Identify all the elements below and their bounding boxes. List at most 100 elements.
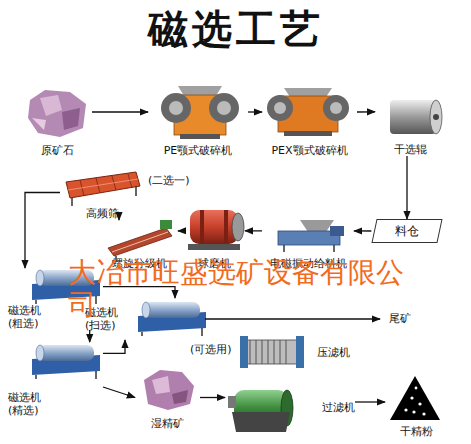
magnetic-separator-image — [138, 302, 206, 336]
step-label: 湿精矿 — [151, 417, 184, 430]
spiral-classifier-image — [108, 220, 172, 262]
wet-concentrate-image-part — [144, 370, 194, 410]
spiral-classifier-image-part — [108, 228, 172, 256]
high-frequency-screen-image-part — [68, 179, 138, 190]
jaw-crusher-image-part — [267, 95, 293, 121]
jaw-crusher-image-part — [209, 93, 239, 123]
feeder-image-part — [330, 226, 344, 236]
step-label: 电磁振动给料机 — [270, 257, 347, 270]
filter-press-image-part — [250, 340, 251, 364]
filter-press-image-part — [262, 340, 263, 364]
step-label: 高频筛 — [86, 207, 119, 220]
jaw-crusher-image-part — [284, 131, 332, 136]
magnetic-separator-image — [32, 345, 100, 379]
wet-concentrate-image-part — [172, 390, 188, 404]
step-label: 磁选机 (精选) — [8, 391, 54, 417]
dry-powder-image-part — [410, 396, 413, 399]
flow-arrow — [25, 193, 60, 269]
step-label: 原矿石 — [41, 144, 74, 157]
filter-image — [228, 390, 293, 432]
process-step: 高频筛 — [60, 165, 145, 220]
jaw-crusher-image-part — [274, 102, 286, 114]
dry-powder-image-part — [422, 412, 425, 415]
process-step: 压滤机 — [238, 333, 350, 373]
jaw-crusher-image — [161, 86, 239, 139]
ore-image — [28, 90, 86, 137]
jaw-crusher-image-part — [330, 102, 342, 114]
dry-powder-image-part — [404, 408, 407, 411]
dry-powder-image-part — [415, 387, 418, 390]
flow-arrow — [205, 318, 380, 319]
dry-powder-image — [390, 376, 440, 420]
step-label: 尾矿 — [389, 312, 411, 325]
jaw-crusher-image-part — [217, 101, 231, 115]
flow-arrow — [103, 287, 175, 298]
spiral-classifier-image-part — [112, 232, 168, 252]
process-step: 过滤机 — [225, 378, 355, 438]
high-frequency-screen-image-part — [135, 186, 137, 196]
dry-powder-image-part — [390, 376, 440, 420]
process-step: 料仓 — [371, 219, 442, 243]
dry-roller-image — [390, 100, 442, 134]
filter-press-image-part — [256, 340, 257, 364]
jaw-crusher-image-part — [161, 93, 191, 123]
flow-arrow — [103, 387, 135, 398]
step-label: 球磨机 — [198, 257, 231, 270]
filter-press-image-part — [296, 336, 304, 368]
step-label: 过滤机 — [322, 401, 355, 414]
process-step: 干精粉 — [385, 368, 447, 438]
process-step: 球磨机 — [183, 200, 245, 270]
flow-arrow — [355, 401, 385, 402]
feeder-image-part — [333, 245, 335, 252]
note-label: (可选用) — [190, 343, 232, 356]
ball-mill-image-part — [232, 213, 244, 241]
ore-image-part — [32, 118, 46, 130]
high-frequency-screen-image-part — [71, 198, 73, 206]
note-label: (二选一) — [148, 174, 190, 187]
flow-arrow — [103, 340, 125, 353]
filter-image-part — [232, 412, 290, 432]
flow-arrow — [178, 230, 183, 231]
flow-arrow — [248, 111, 262, 112]
process-step: PEX颚式破碎机 — [262, 82, 357, 157]
process-step: 电磁振动给料机 — [262, 215, 354, 270]
flow-arrow — [357, 111, 375, 112]
process-step: 螺旋分级机 — [100, 215, 178, 270]
flow-arrow — [92, 111, 148, 112]
wet-concentrate-image — [144, 370, 194, 410]
flow-arrow — [406, 156, 407, 219]
spiral-classifier-image-part — [160, 220, 172, 229]
step-label: 干精粉 — [400, 425, 433, 438]
step-label: 螺旋分级机 — [112, 257, 167, 270]
dry-roller-image-part — [390, 100, 436, 134]
high-frequency-screen-image-part — [128, 174, 132, 188]
process-step: 磁选机 (精选) — [8, 342, 103, 417]
jaw-crusher-image-part — [178, 86, 222, 96]
step-label: PEX颚式破碎机 — [271, 144, 347, 157]
flow-arrow — [245, 230, 262, 231]
flow-arrow — [354, 230, 371, 231]
step-label: 磁选机 (扫选) — [85, 306, 131, 332]
process-step: 尾矿 — [380, 309, 420, 329]
ore-image-part — [28, 90, 86, 137]
jaw-crusher-image-part — [169, 101, 183, 115]
dry-roller-image-part — [433, 114, 439, 120]
ore-image-part — [40, 95, 62, 116]
filter-image-part — [228, 396, 236, 408]
filter-press-image-part — [280, 340, 281, 364]
filter-press-image-part — [274, 340, 275, 364]
ball-mill-image — [188, 210, 244, 250]
magnetic-separator-image — [32, 270, 100, 304]
dry-roller-image-part — [430, 100, 442, 134]
flow-arrow — [89, 330, 90, 342]
jaw-crusher-image-part — [180, 134, 220, 139]
feeder-image-part — [283, 245, 285, 252]
ball-mill-image-part — [190, 210, 238, 244]
process-step: 原矿石 — [22, 85, 92, 157]
high-frequency-screen-image-part — [66, 172, 140, 198]
filter-press-image-part — [242, 340, 300, 364]
step-label: 料仓 — [395, 224, 419, 238]
step-label: 干选辊 — [394, 143, 427, 156]
step-label: PE颚式破碎机 — [164, 144, 233, 157]
